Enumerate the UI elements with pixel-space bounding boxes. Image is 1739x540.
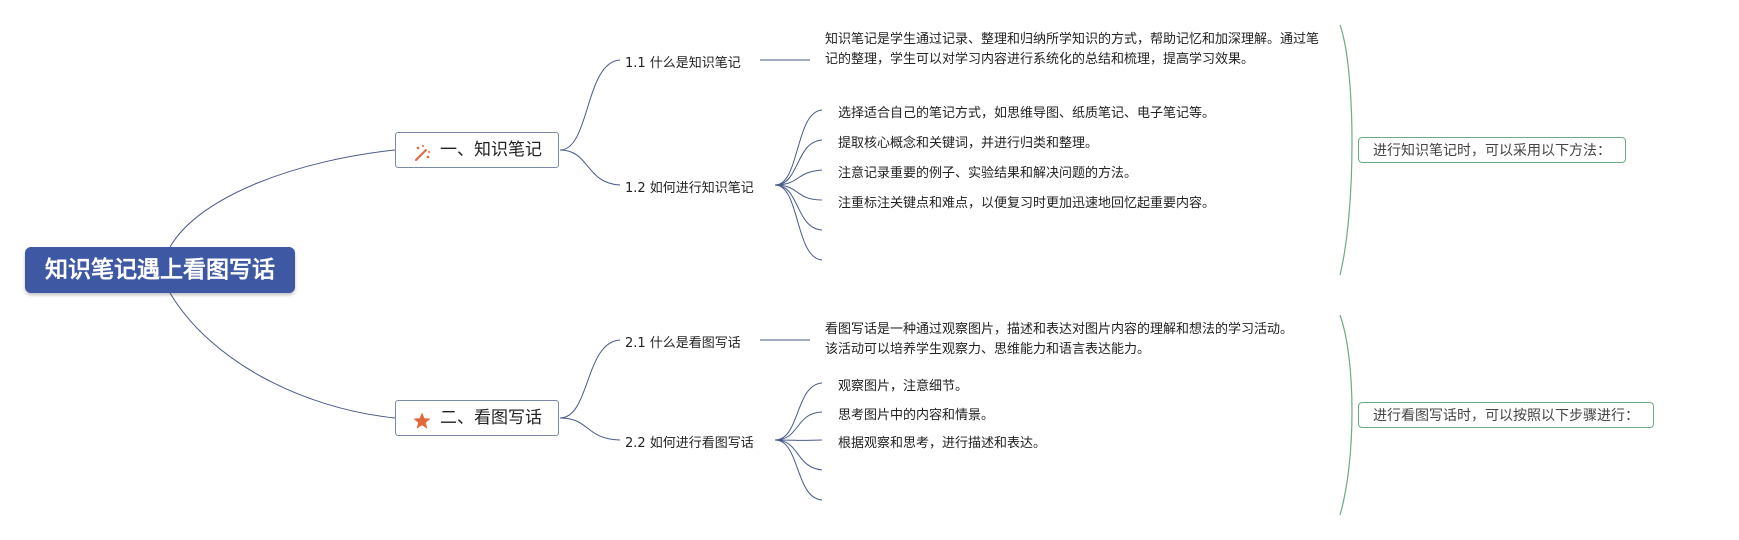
summary-bracket-1 (1339, 24, 1353, 276)
list-item: 根据观察和思考，进行描述和表达。 (838, 436, 1047, 451)
list-item: 观察图片，注意细节。 (838, 379, 969, 394)
connector-fan-1 (774, 184, 823, 231)
connector-fan-2 (774, 382, 823, 441)
star-icon (412, 408, 432, 429)
magic-wand-icon (412, 140, 432, 161)
connector-fan-1 (774, 109, 823, 186)
connector-root-b2 (169, 292, 396, 419)
branch-knowledge-notes[interactable]: 一、知识笔记 (395, 132, 559, 168)
subtopic-2-1[interactable]: 2.1 什么是看图写话 (625, 336, 741, 351)
connector-b2-c1 (559, 339, 621, 419)
connector-b2-c2 (559, 417, 621, 441)
root-node[interactable]: 知识笔记遇上看图写话 (25, 247, 295, 293)
connector-fan-1 (774, 139, 823, 186)
connector-root-b1 (169, 149, 396, 248)
connector-fan-1 (774, 184, 823, 261)
list-item: 提取核心概念和关键词，并进行归类和整理。 (838, 136, 1099, 151)
description-2-1: 看图写话是一种通过观察图片，描述和表达对图片内容的理解和想法的学习活动。该活动可… (825, 322, 1294, 357)
connector-b1-c2 (559, 149, 621, 186)
branch-label: 二、看图写话 (440, 408, 542, 428)
summary-2[interactable]: 进行看图写话时，可以按照以下步骤进行： (1358, 402, 1654, 428)
summary-1[interactable]: 进行知识笔记时，可以采用以下方法： (1358, 137, 1626, 163)
connector-fan-2 (774, 439, 823, 501)
connector-fan-2 (774, 411, 823, 441)
list-item: 选择适合自己的笔记方式，如思维导图、纸质笔记、电子笔记等。 (838, 106, 1216, 121)
list-item: 思考图片中的内容和情景。 (838, 408, 995, 423)
connector-fan-1 (774, 169, 823, 186)
summary-bracket-2 (1339, 314, 1353, 516)
subtopic-1-1[interactable]: 1.1 什么是知识笔记 (625, 56, 741, 71)
list-item: 注意记录重要的例子、实验结果和解决问题的方法。 (838, 166, 1138, 181)
subtopic-1-2[interactable]: 1.2 如何进行知识笔记 (625, 181, 754, 196)
connector-fan-1 (774, 184, 823, 201)
branch-picture-writing[interactable]: 二、看图写话 (395, 400, 559, 436)
connector-b1-c1 (559, 59, 621, 151)
connector-fan-2 (774, 439, 823, 471)
list-item: 注重标注关键点和难点，以便复习时更加迅速地回忆起重要内容。 (838, 196, 1216, 211)
description-1-1: 知识笔记是学生通过记录、整理和归纳所学知识的方式，帮助记忆和加深理解。通过笔记的… (825, 32, 1320, 67)
subtopic-2-2[interactable]: 2.2 如何进行看图写话 (625, 436, 754, 451)
branch-label: 一、知识笔记 (440, 140, 542, 160)
